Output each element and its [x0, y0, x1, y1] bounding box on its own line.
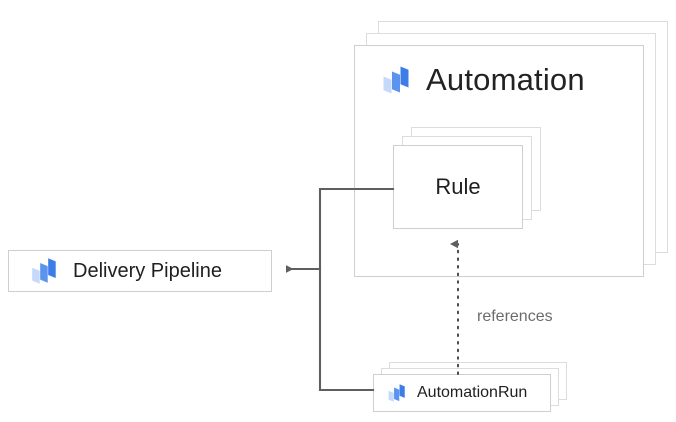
- spellcheck-squiggle-icon: [417, 403, 527, 407]
- automation-run-label: AutomationRun: [417, 384, 528, 401]
- rule-label: Rule: [435, 174, 481, 199]
- delivery-pipeline-label: Delivery Pipeline: [73, 259, 222, 282]
- edge-automation-run-to-bus: [318, 267, 375, 392]
- cloud-deploy-icon: [27, 255, 59, 287]
- delivery-pipeline-node[interactable]: Delivery Pipeline: [8, 250, 272, 292]
- cloud-deploy-icon: [378, 63, 412, 97]
- automation-header: Automation: [378, 62, 585, 98]
- automation-run-stack-layer-front[interactable]: [373, 374, 551, 412]
- edge-label-references: references: [477, 308, 553, 325]
- automation-run-label-wrapper: AutomationRun: [417, 384, 527, 402]
- automation-title: Automation: [426, 62, 585, 97]
- cloud-deploy-icon: [385, 382, 407, 404]
- rule-stack-layer-front[interactable]: [393, 145, 523, 229]
- automation-run-node[interactable]: AutomationRun: [373, 374, 551, 412]
